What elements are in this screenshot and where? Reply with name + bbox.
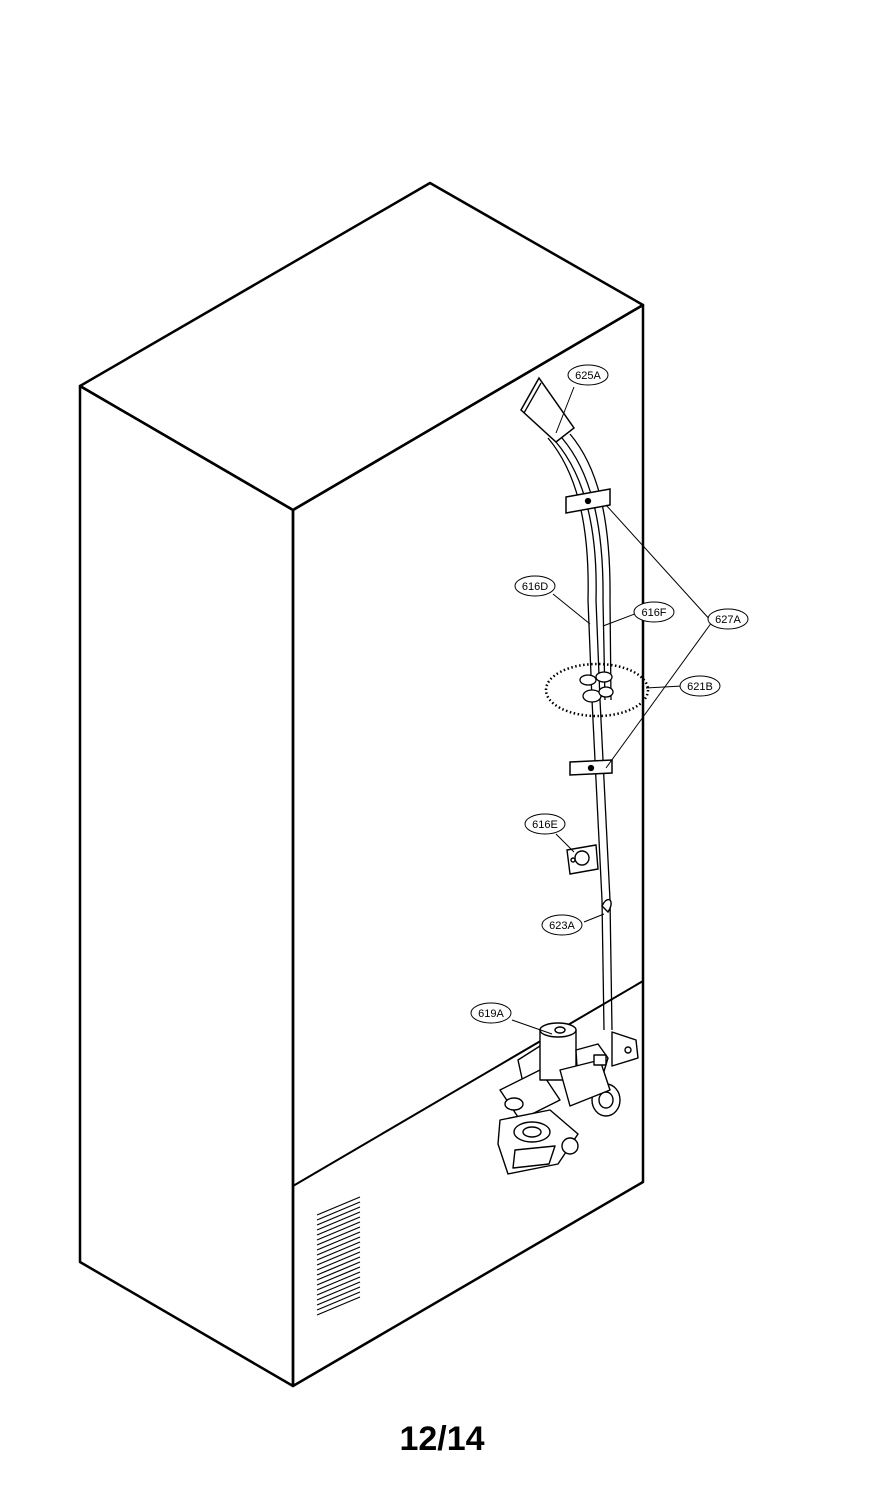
vent-grille	[316, 1196, 361, 1316]
tube-clip	[601, 898, 612, 914]
callout-label-619A: 619A	[478, 1008, 504, 1020]
refrigerator-cabinet	[78, 181, 645, 1388]
callout-label-621B: 621B	[687, 681, 713, 693]
callout-label-625A: 625A	[575, 370, 601, 382]
callout-623A: 623A	[541, 914, 583, 936]
compartment-divider	[292, 980, 644, 1187]
top-connector	[520, 376, 576, 443]
callout-label-627A: 627A	[715, 614, 741, 626]
water-tube-assembly	[520, 376, 650, 1031]
callout-625A: 625A	[567, 364, 609, 386]
callout-616F: 616F	[633, 601, 675, 623]
callout-label-616D: 616D	[522, 581, 548, 593]
callout-label-616F: 616F	[641, 607, 666, 619]
callout-616D: 616D	[514, 575, 556, 597]
callout-621B: 621B	[679, 675, 721, 697]
callout-627A: 627A	[707, 608, 749, 630]
cabinet-right-face	[291, 303, 645, 1388]
tube-bracket	[566, 844, 599, 875]
cabinet-left-face	[78, 384, 295, 1388]
cabinet-top-face	[78, 181, 645, 512]
callout-label-616E: 616E	[532, 819, 558, 831]
leader-lines	[511, 386, 713, 1035]
callout-619A: 619A	[470, 1002, 512, 1024]
callout-label-623A: 623A	[549, 920, 575, 932]
page-number: 12/14	[399, 1420, 485, 1458]
callout-616E: 616E	[524, 813, 566, 835]
water-valve	[497, 1022, 639, 1175]
detail-circle	[544, 662, 650, 718]
tube-fitting	[579, 671, 614, 703]
